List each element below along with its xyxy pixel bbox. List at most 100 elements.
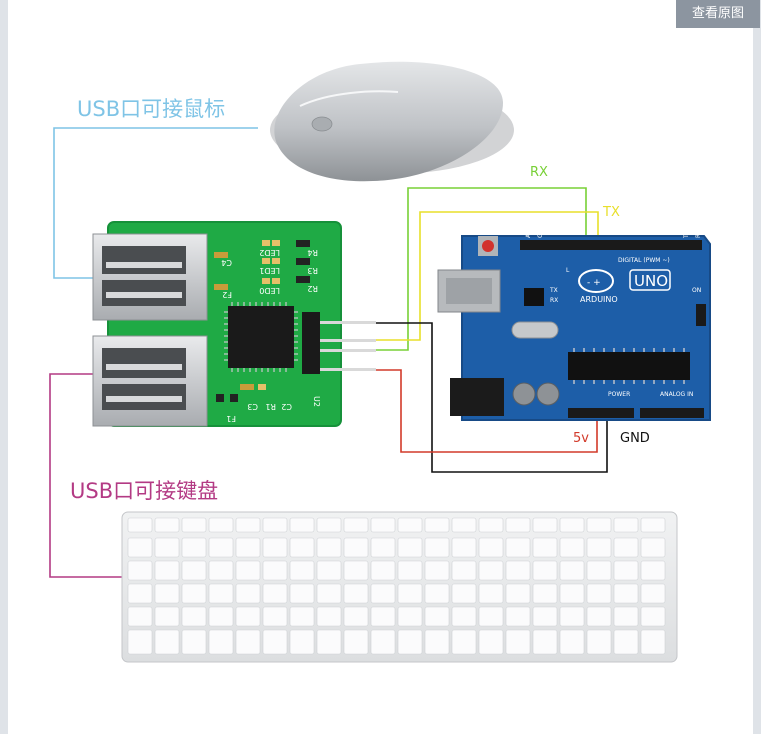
silk-led1: LED1	[259, 266, 280, 275]
rx-label: RX	[530, 165, 548, 180]
keyboard-image	[121, 511, 678, 663]
keyboard-port-label: USB口可接键盘	[70, 479, 218, 503]
keyboard-key	[424, 606, 450, 627]
keyboard-key	[451, 583, 477, 604]
keyboard-key	[478, 560, 504, 581]
keyboard-key	[316, 629, 342, 655]
keyboard-key	[343, 629, 369, 655]
keyboard-key	[370, 606, 396, 627]
keyboard-key	[397, 629, 423, 655]
arduino-uno-text: UNO	[634, 272, 668, 290]
mouse-callout-line	[53, 127, 258, 279]
keyboard-key	[316, 606, 342, 627]
silk-c3: C3	[247, 402, 258, 411]
keyboard-key	[208, 629, 234, 655]
keyboard-key	[559, 537, 585, 558]
keyboard-key	[640, 629, 666, 655]
keyboard-key	[640, 583, 666, 604]
keyboard-key	[181, 583, 207, 604]
arduino-analog-label: ANALOG IN	[660, 391, 693, 398]
keyboard-keys	[127, 517, 666, 655]
keyboard-key	[154, 629, 180, 655]
keyboard-key	[613, 560, 639, 581]
keyboard-key	[370, 517, 396, 533]
keyboard-key	[451, 606, 477, 627]
keyboard-key	[424, 537, 450, 558]
left-frame	[0, 0, 8, 734]
silk-r2: R2	[307, 284, 318, 293]
keyboard-key	[262, 537, 288, 558]
silk-f1: F1	[226, 414, 236, 423]
v5-label: 5v	[573, 431, 589, 446]
keyboard-key	[127, 606, 153, 627]
arduino-logo-minus: - +	[587, 278, 601, 288]
keyboard-key	[586, 560, 612, 581]
keyboard-key	[478, 583, 504, 604]
keyboard-key	[559, 517, 585, 533]
silk-r3: R3	[307, 266, 318, 275]
keyboard-key	[343, 517, 369, 533]
keyboard-key	[424, 560, 450, 581]
keyboard-key	[235, 583, 261, 604]
keyboard-key	[316, 517, 342, 533]
keyboard-key	[235, 560, 261, 581]
keyboard-key	[289, 517, 315, 533]
keyboard-key	[559, 606, 585, 627]
keyboard-key	[478, 606, 504, 627]
gnd-label: GND	[620, 431, 650, 446]
tx-label: TX	[602, 205, 620, 220]
keyboard-key	[586, 629, 612, 655]
arduino-tx-led-label: TX	[549, 287, 558, 294]
keyboard-key	[613, 517, 639, 533]
keyboard-key	[451, 629, 477, 655]
keyboard-key	[613, 583, 639, 604]
keyboard-key	[532, 583, 558, 604]
keyboard-key	[343, 606, 369, 627]
keyboard-key	[640, 560, 666, 581]
keyboard-key	[451, 537, 477, 558]
keyboard-key	[370, 583, 396, 604]
keyboard-key	[424, 583, 450, 604]
keyboard-key	[532, 537, 558, 558]
arduino-rx-led-label: RX	[550, 297, 558, 304]
silk-led0: LED0	[259, 286, 280, 295]
view-original-button[interactable]: 查看原图	[676, 0, 760, 28]
keyboard-key	[397, 606, 423, 627]
keyboard-key	[181, 606, 207, 627]
keyboard-key	[181, 629, 207, 655]
keyboard-key	[235, 629, 261, 655]
silk-led2: LED2	[259, 248, 280, 257]
keyboard-key	[532, 629, 558, 655]
arduino-aref-label: AREF	[525, 222, 532, 238]
keyboard-key	[532, 606, 558, 627]
keyboard-key	[613, 629, 639, 655]
keyboard-key	[505, 517, 531, 533]
keyboard-key	[316, 583, 342, 604]
keyboard-key	[559, 583, 585, 604]
keyboard-key	[208, 606, 234, 627]
keyboard-key	[154, 537, 180, 558]
silk-c2: C2	[281, 402, 292, 411]
keyboard-key	[235, 606, 261, 627]
keyboard-key	[586, 583, 612, 604]
keyboard-key	[424, 517, 450, 533]
keyboard-key	[235, 517, 261, 533]
arduino-brand-text: ARDUINO	[580, 295, 618, 304]
mouse-port-label: USB口可接鼠标	[77, 97, 225, 121]
keyboard-key	[262, 517, 288, 533]
keyboard-key	[640, 517, 666, 533]
keyboard-key	[505, 606, 531, 627]
keyboard-key	[181, 537, 207, 558]
keyboard-key	[505, 629, 531, 655]
keyboard-key	[289, 583, 315, 604]
keyboard-key	[154, 583, 180, 604]
keyboard-key	[127, 517, 153, 533]
arduino-rx0-label: RX◄0	[695, 221, 702, 238]
arduino-uno-image: - + UNO ARDUINO DIGITAL (PWM ~) ANALOG I…	[437, 221, 711, 421]
keyboard-key	[289, 629, 315, 655]
usb-hid-board-image: C4 LED2 R4 LED1 R3 F2 R2 LED0 C3 R1 C2 F…	[92, 221, 376, 427]
keyboard-key	[586, 606, 612, 627]
keyboard-key	[208, 560, 234, 581]
mouse-image	[270, 61, 514, 182]
